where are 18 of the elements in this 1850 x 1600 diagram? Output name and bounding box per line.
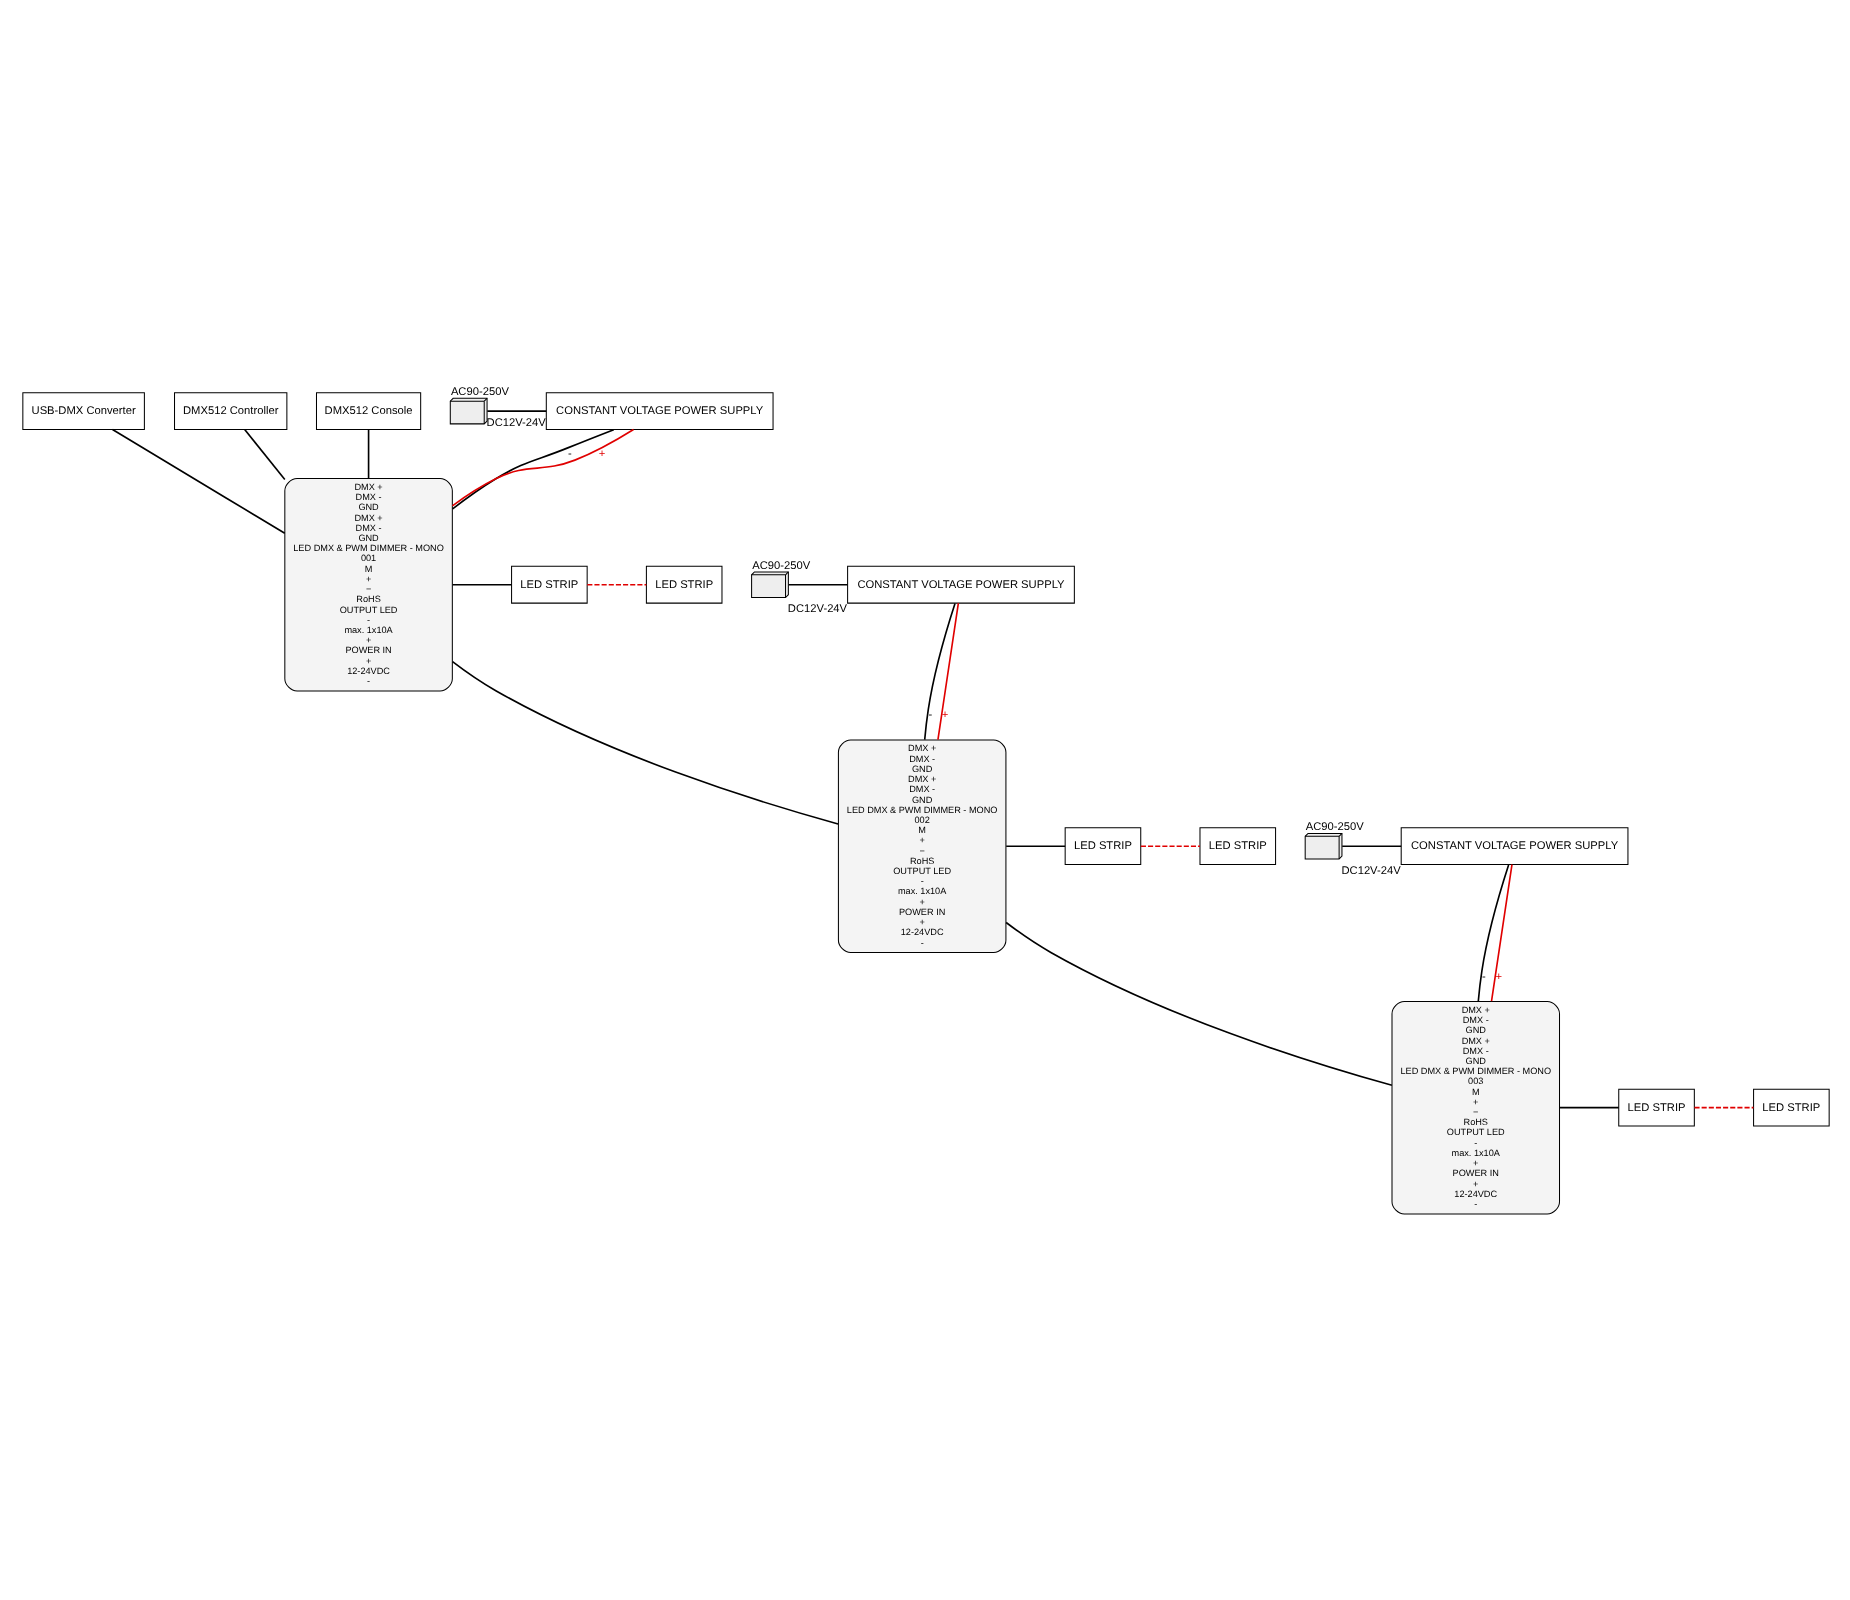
connector	[1340, 845, 1401, 848]
connector	[1139, 845, 1200, 848]
connector	[1004, 845, 1065, 848]
connector	[1476, 864, 1509, 1002]
connector	[786, 583, 848, 586]
connector	[922, 602, 955, 741]
connector	[450, 660, 838, 825]
connector	[585, 583, 647, 586]
connector	[1558, 1106, 1619, 1109]
connector	[485, 410, 547, 412]
connector	[1004, 921, 1392, 1087]
connector	[1489, 863, 1512, 1003]
connector	[242, 428, 285, 481]
connector	[936, 602, 959, 741]
connector	[366, 428, 369, 480]
connector	[450, 583, 512, 586]
connector	[110, 428, 285, 535]
connector	[1692, 1106, 1754, 1109]
